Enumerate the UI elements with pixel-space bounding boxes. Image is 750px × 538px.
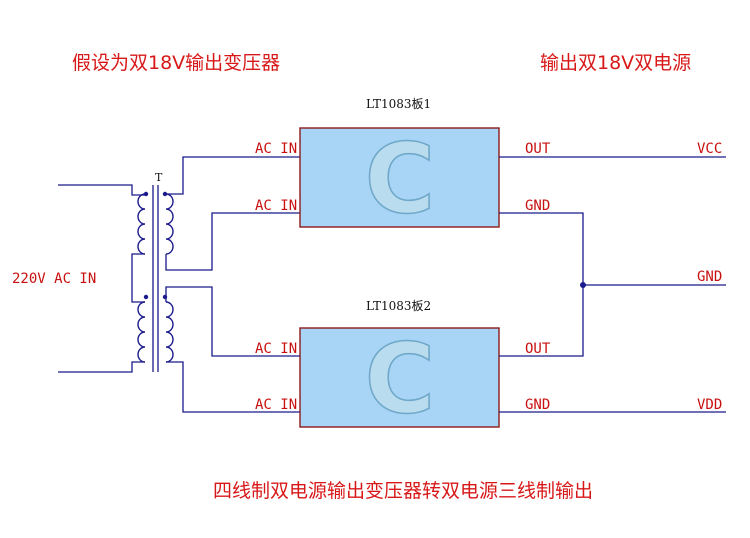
output-label-gnd: GND: [697, 269, 722, 285]
wire: [165, 212, 300, 271]
board-title: LT1083板1: [366, 97, 431, 111]
wire: [58, 361, 145, 373]
output-label-vcc: VCC: [697, 141, 722, 157]
junction-dot: [580, 282, 586, 288]
board-logo: C: [365, 123, 435, 235]
wire: [165, 286, 300, 357]
pin-ac-in: AC IN: [255, 198, 297, 214]
wire: [131, 253, 145, 303]
pin-gnd: GND: [525, 198, 550, 214]
primary-coil-top: [137, 193, 146, 255]
board-title: LT1083板2: [366, 299, 431, 313]
wire: [166, 156, 300, 195]
primary-coil-bottom: [137, 301, 146, 363]
pin-out: OUT: [525, 341, 551, 357]
secondary-coil-top: [165, 193, 174, 255]
primary-wiring: [58, 184, 145, 373]
wire-gnd-out: [499, 212, 584, 357]
regulator-board-2: LT1083板2 C AC IN AC IN OUT GND: [255, 299, 551, 436]
output-wiring: [499, 156, 726, 413]
pin-ac-in: AC IN: [255, 341, 297, 357]
regulator-board-1: LT1083板1 C AC IN AC IN OUT GND: [255, 97, 551, 236]
title-top-right: 输出双18V双电源: [540, 52, 691, 74]
board-logo: C: [365, 323, 435, 435]
wire: [58, 184, 145, 196]
output-label-vdd: VDD: [697, 397, 722, 413]
board-body: [299, 327, 500, 428]
pin-ac-in: AC IN: [255, 141, 297, 157]
title-bottom: 四线制双电源输出变压器转双电源三线制输出: [213, 480, 593, 502]
transformer-label: T: [155, 171, 163, 184]
pin-out: OUT: [525, 141, 551, 157]
phase-dot: [162, 191, 168, 197]
transformer: T: [137, 171, 174, 372]
board-body: [299, 127, 500, 228]
secondary-coil-bottom: [165, 301, 174, 363]
title-top-left: 假设为双18V输出变压器: [72, 52, 280, 74]
wire: [166, 361, 300, 413]
secondary-wiring: [165, 156, 300, 413]
pin-ac-in: AC IN: [255, 397, 297, 413]
input-label: 220V AC IN: [12, 271, 96, 287]
phase-dot: [143, 294, 149, 300]
pin-gnd: GND: [525, 397, 550, 413]
